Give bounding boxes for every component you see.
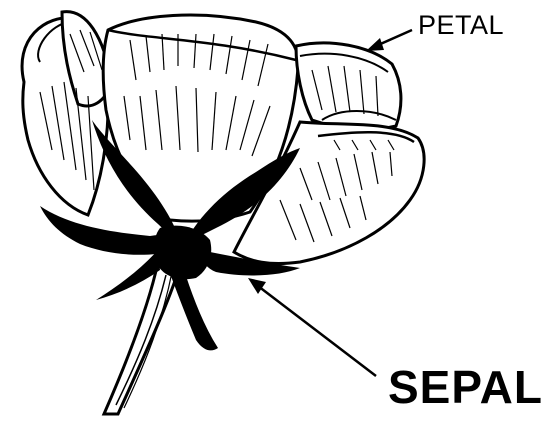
petal-pointer: [366, 30, 412, 51]
sepal-label: SEPAL: [388, 364, 543, 410]
stem: [104, 262, 180, 414]
petal-label: PETAL: [418, 12, 504, 39]
sepal-pointer: [248, 278, 376, 376]
